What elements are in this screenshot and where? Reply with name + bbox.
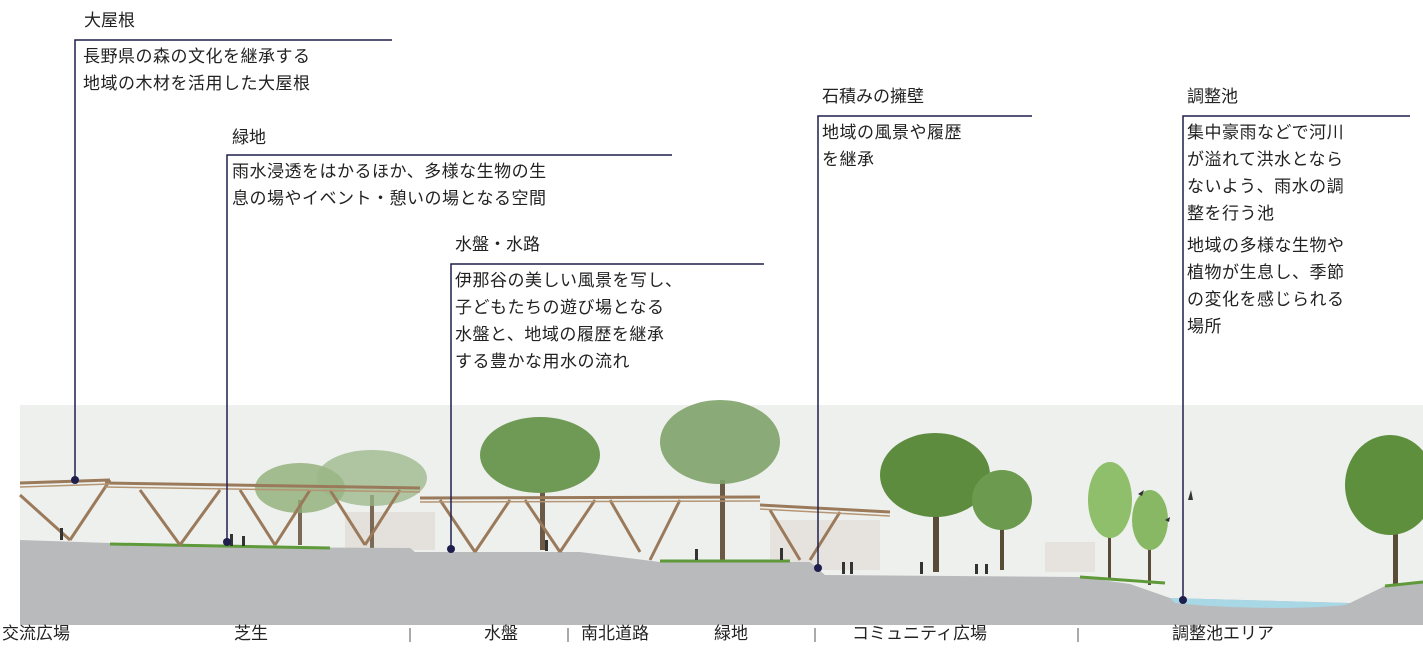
annotation-desc-water-line-4: する豊かな用水の流れ <box>455 352 630 372</box>
annotation-desc-pond-line-1: 集中豪雨などで河川 <box>1187 123 1345 143</box>
leader-line-green <box>226 154 672 542</box>
building <box>345 512 435 550</box>
annotation-desc-wall-line-2: を継承 <box>822 150 875 170</box>
person <box>975 564 978 574</box>
timber-roof <box>18 478 891 561</box>
annotation-desc-green-line-1: 雨水浸透をはかるほか、多様な生物の生 <box>232 162 547 182</box>
annotation-title-wall: 石積みの擁壁 <box>822 87 924 107</box>
annotation-desc-water-line-3: 水盤と、地域の履歴を継承 <box>455 325 665 345</box>
pond-water <box>1170 598 1350 608</box>
person <box>545 540 548 551</box>
person <box>780 548 783 560</box>
zone-separators <box>409 628 1079 642</box>
leader-line-roof <box>74 39 392 480</box>
leader-line-wall <box>817 115 1032 568</box>
person <box>850 562 853 574</box>
leader-dot-icon <box>71 476 1187 604</box>
tree <box>1132 490 1168 585</box>
tree <box>880 433 990 572</box>
bird-icon <box>1138 490 1193 522</box>
zone-label-exchange-plaza: 交流広場 <box>2 624 70 644</box>
person <box>842 562 845 574</box>
zone-label-green-space: 緑地 <box>714 624 748 644</box>
people <box>60 528 988 574</box>
annotation-desc-green-line-2: 息の場やイベント・憩いの場となる空間 <box>232 189 547 209</box>
annotation-desc-pond-line-7: の変化を感じられる <box>1187 290 1345 310</box>
zone-label-lawn: 芝生 <box>234 624 268 644</box>
annotation-desc-pond-line-2: が溢れて洪水となら <box>1187 150 1344 170</box>
tree <box>1088 462 1132 580</box>
annotation-title-water: 水盤・水路 <box>455 235 540 255</box>
annotation-desc-roof-line-1: 長野県の森の文化を継承する <box>83 47 311 67</box>
trees <box>255 400 1423 595</box>
annotation-desc-water-line-1: 伊那谷の美しい風景を写し、 <box>455 271 683 291</box>
annotation-desc-pond-line-5: 地域の多様な生物や <box>1187 236 1345 256</box>
annotation-desc-pond-line-6: 植物が生息し、季節 <box>1187 263 1345 283</box>
leader-lines <box>74 39 1410 600</box>
building <box>1045 542 1095 572</box>
tree <box>480 417 600 550</box>
annotation-title-pond: 調整池 <box>1187 87 1238 107</box>
person <box>242 536 245 546</box>
annotation-title-roof: 大屋根 <box>84 11 135 31</box>
timber-roof-detail <box>19 483 891 517</box>
zone-label-retention-pond-area: 調整池エリア <box>1172 624 1274 644</box>
annotation-desc-water-line-2: 子どもたちの遊び場となる <box>455 298 665 318</box>
annotation-desc-pond-line-8: 場所 <box>1187 317 1222 337</box>
tree <box>972 470 1032 570</box>
tree <box>660 400 780 560</box>
annotation-desc-pond-line-3: ないよう、雨水の調 <box>1187 177 1345 197</box>
zone-label-north-south-road: 南北道路 <box>581 624 649 644</box>
person <box>60 528 63 540</box>
annotation-desc-wall-line-1: 地域の風景や履歴 <box>822 123 962 143</box>
ground-section <box>20 540 1423 625</box>
zone-label-community-plaza: コミュニティ広場 <box>852 624 987 644</box>
leader-line-water <box>450 263 764 549</box>
tree <box>1345 435 1423 595</box>
annotation-desc-roof-line-2: 地域の木材を活用した大屋根 <box>83 74 311 94</box>
person <box>230 534 233 546</box>
annotation-title-green: 緑地 <box>232 128 266 148</box>
leader-line-pond <box>1182 115 1410 600</box>
grass-strips <box>109 542 1423 588</box>
annotation-desc-pond-line-4: 整を行う池 <box>1187 204 1275 224</box>
person <box>695 549 698 560</box>
background-buildings <box>345 512 1095 572</box>
zone-label-water-basin: 水盤 <box>484 624 518 644</box>
person <box>920 562 923 574</box>
person <box>985 564 988 574</box>
